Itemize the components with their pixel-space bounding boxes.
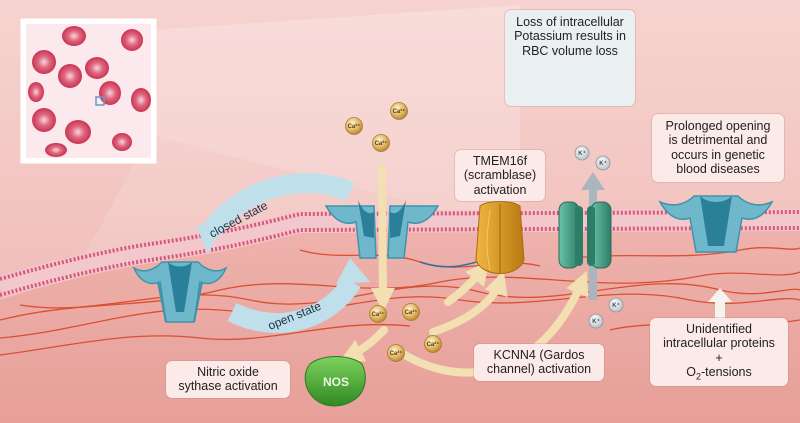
- zoom-wedge: [150, 5, 520, 230]
- svg-text:K⁺: K⁺: [578, 150, 586, 157]
- unidentified-proteins-label: Unidentified intracellular proteins + O2…: [650, 318, 788, 386]
- closed-state-arrowhead: [196, 222, 224, 254]
- potassium-ion: K⁺: [608, 297, 624, 313]
- nos-enzyme: NOS: [304, 356, 366, 407]
- svg-text:K⁺: K⁺: [612, 302, 620, 309]
- closed-state-arrow: [201, 172, 355, 239]
- tmem16f-scramblase: [475, 201, 525, 274]
- calcium-ion: Ca²⁺: [424, 335, 442, 353]
- potassium-ion: K⁺: [595, 155, 611, 171]
- piezo-channel-open: [324, 200, 440, 259]
- svg-text:K⁺: K⁺: [592, 318, 600, 325]
- svg-text:Ca²⁺: Ca²⁺: [390, 350, 403, 357]
- piezo-channel-right: [658, 195, 774, 253]
- svg-text:Ca²⁺: Ca²⁺: [372, 311, 385, 318]
- svg-text:Ca²⁺: Ca²⁺: [405, 309, 418, 316]
- calcium-ion: Ca²⁺: [387, 344, 405, 362]
- svg-text:Ca²⁺: Ca²⁺: [427, 341, 440, 348]
- arrow-to-nos: [339, 326, 388, 362]
- calcium-ion: Ca²⁺: [390, 102, 408, 120]
- oxygen-tension-line: O2-tensions: [686, 365, 752, 382]
- kcnn4-label: KCNN4 (Gardos channel) activation: [474, 344, 604, 381]
- red-blood-cells: [28, 26, 151, 157]
- piezo-channel-closed: [132, 261, 228, 323]
- prolonged-opening-label: Prolonged opening is detrimental and occ…: [652, 114, 784, 182]
- svg-text:Ca²⁺: Ca²⁺: [393, 108, 406, 115]
- svg-text:K⁺: K⁺: [599, 160, 607, 167]
- svg-text:Ca²⁺: Ca²⁺: [348, 123, 361, 130]
- potassium-ion: K⁺: [574, 145, 590, 161]
- open-state-arrowhead: [336, 258, 370, 284]
- calcium-ions: Ca²⁺ Ca²⁺ Ca²⁺ Ca²⁺ Ca²⁺ Ca²⁺ Ca²⁺: [345, 102, 442, 362]
- calcium-ion: Ca²⁺: [369, 305, 387, 323]
- svg-text:Ca²⁺: Ca²⁺: [375, 140, 388, 147]
- kcnn4-gardos-channel: [558, 201, 612, 269]
- rbc-micrograph-inset: [20, 18, 157, 164]
- nos-badge-label: NOS: [323, 375, 349, 389]
- regulation-arrowhead: [708, 288, 732, 302]
- zoom-region-marker: [95, 96, 105, 106]
- potassium-ions: K⁺ K⁺ K⁺ K⁺: [574, 145, 624, 329]
- cell-membrane: [0, 209, 800, 298]
- open-state-arrow: [227, 276, 361, 333]
- tmem16f-label: TMEM16f (scramblase) activation: [455, 150, 545, 202]
- potassium-efflux-arrowhead: [581, 172, 605, 190]
- potassium-loss-label: Loss of intracellular Potassium results …: [505, 10, 635, 106]
- arrow-to-tmem: [444, 260, 490, 306]
- calcium-ion: Ca²⁺: [402, 303, 420, 321]
- calcium-influx-arrow: [370, 164, 395, 312]
- calcium-ion: Ca²⁺: [345, 117, 363, 135]
- arrow-to-tmem-2: [429, 270, 508, 336]
- calcium-ion: Ca²⁺: [372, 134, 390, 152]
- nos-activation-label: Nitric oxide sythase activation: [166, 361, 290, 398]
- potassium-ion: K⁺: [588, 313, 604, 329]
